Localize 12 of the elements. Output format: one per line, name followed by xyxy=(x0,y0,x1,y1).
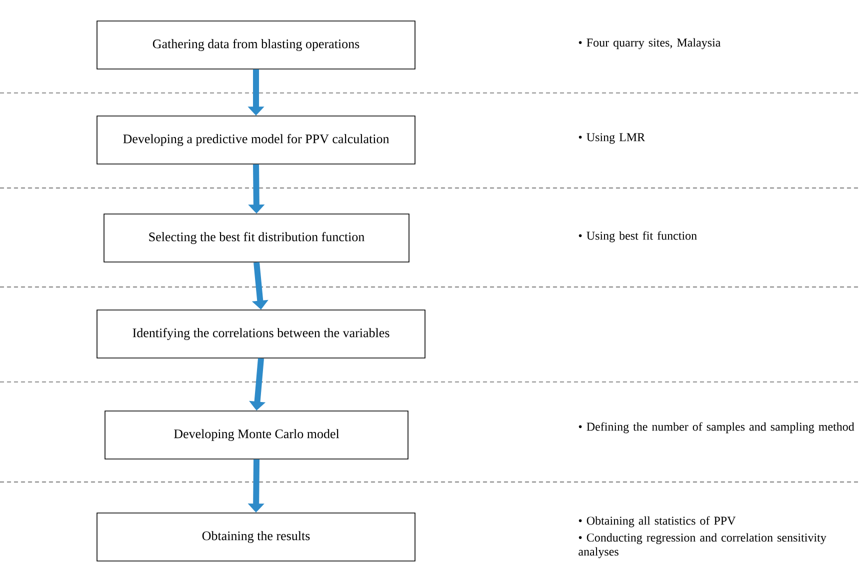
bullet-note: • Four quarry sites, Malaysia xyxy=(578,38,721,50)
process-box: Obtaining the results xyxy=(96,512,416,562)
bullet-note: • Using best fit function xyxy=(578,231,697,242)
bullet-note: • Defining the number of samples and sampling method xyxy=(578,422,854,434)
process-box: Developing Monte Carlo model xyxy=(104,410,408,460)
process-box: Gathering data from blasting operations xyxy=(96,20,416,70)
process-box: Selecting the best fit distribution function xyxy=(104,214,410,262)
bullet-note: • Using LMR xyxy=(578,133,646,144)
bullet-note: • Conducting regression and correlation sensitivity analyses xyxy=(578,533,826,558)
process-box: Developing a predictive model for PPV calculation xyxy=(96,116,416,164)
process-box: Identifying the correlations between the variables xyxy=(96,310,426,358)
bullet-note: • Obtaining all statistics of PPV xyxy=(578,516,736,528)
